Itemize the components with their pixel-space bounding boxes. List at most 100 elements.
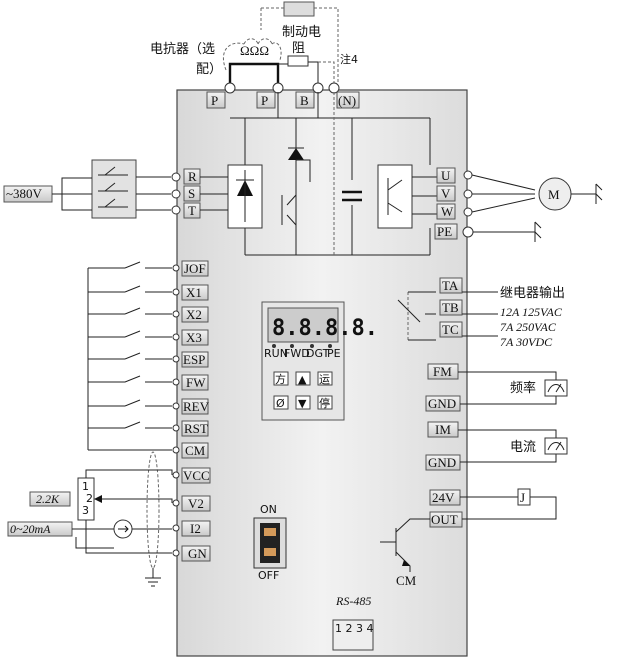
rs485-connector xyxy=(332,619,374,651)
motor-label: M xyxy=(548,187,560,202)
inverter-block xyxy=(377,164,413,229)
key-shift-label: Ø xyxy=(276,397,285,410)
di-rst: RST xyxy=(184,421,208,436)
ao-fm-gnd: GND xyxy=(428,396,456,411)
meter-freq-icon xyxy=(544,379,568,397)
ai-v2: V2 xyxy=(188,496,204,511)
oc-load xyxy=(517,488,531,506)
keypad: 8.8.8.8. RUN FWD DGT PE 方 ▲ 运 Ø ▼ 停 xyxy=(261,301,378,421)
relay-title: 继电器输出 xyxy=(500,285,565,301)
di-cm: CM xyxy=(185,443,206,458)
brake-resistor-label-2: 阻 xyxy=(292,41,305,56)
di-esp: ESP xyxy=(183,352,205,367)
key-stop[interactable] xyxy=(317,395,333,410)
rs485: RS-485 1 2 3 4 xyxy=(332,594,374,651)
relay-ta: TA xyxy=(442,278,459,293)
relay-rating-2: 7A 250VAC xyxy=(500,320,557,334)
top-section: ΩΩΩ 电抗器（选 配） 制动电 阻 注4 xyxy=(150,1,358,88)
led-run: RUN xyxy=(264,347,288,360)
oc-load-label: J xyxy=(520,490,525,505)
di-jof: JOF xyxy=(184,261,206,276)
pot-value: 2.2K xyxy=(36,492,60,506)
switch-off-label: OFF xyxy=(258,569,279,582)
ao-im-gnd: GND xyxy=(428,455,456,470)
dc-terminals: P P B (N) xyxy=(206,82,360,109)
ai-i2: I2 xyxy=(190,521,201,536)
note-label: 注4 xyxy=(340,52,358,66)
di-row-8: CM xyxy=(88,442,209,459)
ao-fm: FM xyxy=(433,364,452,379)
dc-terminal-n: (N) xyxy=(338,93,356,108)
meter-current-icon xyxy=(544,437,568,455)
key-up[interactable] xyxy=(295,371,311,386)
dip-switch: ON OFF xyxy=(253,503,287,582)
pot-pin-2: 2 xyxy=(86,492,93,505)
key-up-label: ▲ xyxy=(298,373,307,386)
brake-resistor xyxy=(287,55,309,67)
top-resistor-box xyxy=(283,1,315,17)
ai-gn: GN xyxy=(188,546,207,561)
key-func[interactable] xyxy=(273,371,289,386)
key-stop-label: 停 xyxy=(319,396,330,410)
di-row-6: REV xyxy=(88,398,210,415)
led-fwd: FWD xyxy=(284,347,310,360)
di-row-4: ESP xyxy=(88,351,209,368)
key-down[interactable] xyxy=(295,395,311,410)
terminal-v: V xyxy=(441,186,451,201)
di-row-7: RST xyxy=(88,420,209,437)
meter-freq-label: 频率 xyxy=(510,380,536,396)
brake-resistor-label-1: 制动电 xyxy=(282,25,321,40)
oc-24v: 24V xyxy=(432,490,455,505)
input-section: ~380V R S T xyxy=(3,159,228,219)
key-shift[interactable] xyxy=(273,395,289,410)
relay-tc: TC xyxy=(442,322,459,337)
di-row-3: X3 xyxy=(88,329,209,346)
open-collector: 24V OUT J CM xyxy=(380,488,557,588)
led-pe: PE xyxy=(327,347,341,360)
relay-output: TA TB TC 继电器输出 12A 125VAC 7A 250VAC 7A 3… xyxy=(397,277,565,349)
power-circuit xyxy=(227,92,438,256)
key-func-label: 方 xyxy=(275,372,286,386)
key-run-label: 运 xyxy=(319,373,330,386)
terminal-s: S xyxy=(188,186,195,201)
ai-vcc: VCC xyxy=(183,468,210,483)
oc-emitter: CM xyxy=(396,573,417,588)
di-row-0: JOF xyxy=(88,260,209,277)
output-section: U V W PE M xyxy=(434,167,603,242)
oc-out: OUT xyxy=(431,512,458,527)
di-x1: X1 xyxy=(186,285,202,300)
di-x3: X3 xyxy=(186,330,202,345)
meter-current-label: 电流 xyxy=(510,440,536,455)
switch-on-label: ON xyxy=(260,503,277,516)
terminal-u: U xyxy=(441,168,451,183)
analog-inputs: VCC V2 I2 GN 1 2 3 2.2K 0~20mA xyxy=(7,451,211,587)
key-down-label: ▼ xyxy=(298,397,307,410)
reactor-label-2: 配） xyxy=(196,62,222,77)
di-row-1: X1 xyxy=(88,284,209,301)
di-row-2: X2 xyxy=(88,306,209,323)
relay-tb: TB xyxy=(442,300,459,315)
pot-value-tag xyxy=(29,491,71,507)
rs485-pins: 1 2 3 4 xyxy=(335,622,373,635)
reactor-coil-glyph: ΩΩΩ xyxy=(240,43,269,58)
pot-pin-3: 3 xyxy=(82,504,89,517)
digital-inputs: JOF X1 X2 X3 ESP FW REV RST CM xyxy=(87,260,210,459)
input-voltage: ~380V xyxy=(6,186,43,201)
dc-terminal-p1: P xyxy=(211,93,218,108)
relay-rating-3: 7A 30VDC xyxy=(500,335,553,349)
keypad-display-bezel xyxy=(267,307,339,343)
pot-pin-1: 1 xyxy=(82,480,89,493)
di-x2: X2 xyxy=(186,307,202,322)
input-breaker xyxy=(91,159,137,219)
key-run[interactable] xyxy=(317,371,333,386)
ao-im: IM xyxy=(435,422,451,437)
di-rev: REV xyxy=(183,399,210,414)
di-row-5: FW xyxy=(88,374,209,391)
current-source-label: 0~20mA xyxy=(10,522,51,536)
di-fw: FW xyxy=(186,375,206,390)
rs485-label: RS-485 xyxy=(335,594,371,608)
analog-outputs: FM GND 频率 IM GND 电流 xyxy=(425,363,568,471)
led-dgt: DGT xyxy=(306,347,330,360)
dc-terminal-b: B xyxy=(300,93,309,108)
